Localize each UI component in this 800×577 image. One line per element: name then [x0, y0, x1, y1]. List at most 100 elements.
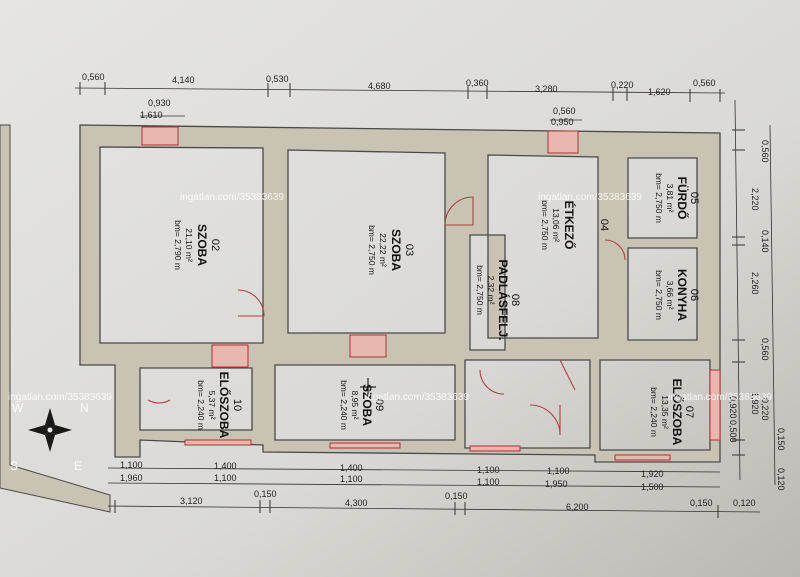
room-02: 02 SZOBA 21,10 m² bm= 2,790 m	[173, 220, 221, 270]
room-height: bm= 2,750 m	[654, 270, 664, 320]
room-height: bm= 2,750 m	[540, 200, 550, 250]
dim-top-4: 4,680	[368, 81, 391, 91]
compass-arrow-icon	[45, 408, 55, 430]
room-height: bm= 2,240 m	[339, 380, 349, 430]
room-number: 08	[509, 294, 521, 306]
dim-bottom-8: 1,100	[477, 477, 500, 487]
compass-n: N	[80, 401, 89, 415]
compass-w: W	[12, 401, 24, 415]
compass: N W S E	[10, 401, 89, 473]
room-number: 04	[598, 219, 610, 231]
room-08: 08 PADLÁSFELJ. 2,32 m² bm= 2,750 m	[475, 259, 521, 340]
room-03: 03 SZOBA 22,22 m² bm= 2,750 m	[367, 225, 415, 275]
dim-bottom-6: 1,100	[340, 474, 363, 484]
stair-arrow	[360, 378, 376, 396]
compass-arrow-icon	[50, 425, 72, 435]
dim-top-8: 1,620	[648, 87, 671, 97]
room-area: 2,32 m²	[486, 276, 496, 305]
room-area: 22,22 m²	[378, 233, 388, 267]
room-area: 8,95 m²	[350, 391, 360, 420]
dim-right-6: 1,920	[750, 392, 760, 415]
dim-bottom-13: 3,120	[180, 496, 203, 506]
lot-boundary	[0, 124, 111, 513]
dim-bottom-9: 1,100	[547, 466, 570, 476]
room-area: 5,37 m²	[207, 391, 217, 420]
dim-right-inner-2: 0,500	[728, 420, 738, 443]
dim-bottom-5: 1,400	[340, 463, 363, 473]
compass-arrow-icon	[28, 425, 50, 435]
dim-top-6: 3,280	[535, 84, 558, 94]
room-area: 3,81 m²	[665, 184, 675, 213]
dim-bottom-4: 1,100	[214, 473, 237, 483]
dimension-lines	[74, 82, 776, 518]
room-height: bm= 2,240 m	[196, 380, 206, 430]
compass-arrow-icon	[45, 430, 55, 452]
room-04: 04 ÉTKEZŐ 13,06 m² bm= 2,750 m	[540, 200, 610, 250]
dim-bottom-18: 0,150	[690, 498, 713, 508]
dim-top-13: 0,950	[551, 117, 574, 127]
room-name: ÉTKEZŐ	[562, 201, 577, 250]
dim-bottom-14: 0,150	[254, 489, 277, 499]
dim-bottom-15: 4,300	[345, 498, 368, 508]
dim-top-1: 0,560	[82, 72, 105, 82]
dim-bottom-11: 1,920	[641, 469, 664, 479]
room-number: 10	[231, 399, 243, 411]
dim-top-12: 0,560	[553, 106, 576, 116]
dim-right-8: 0,150	[776, 428, 786, 451]
room-number: 05	[688, 192, 700, 204]
dim-bottom-3: 1,400	[214, 461, 237, 471]
dim-top-11: 1,610	[140, 110, 163, 120]
dim-right-5: 0,560	[760, 338, 770, 361]
room-area: 13,35 m²	[660, 395, 670, 429]
room-name: SZOBA	[195, 224, 209, 266]
dim-bottom-16: 0,150	[445, 491, 468, 501]
room-number: 09	[373, 399, 385, 411]
dim-top-2: 4,140	[172, 75, 195, 85]
watermark: ingatlan.com/35383639	[365, 392, 469, 403]
dimension-texts: 0,560 4,140 0,530 4,680 0,360 3,280 0,22…	[82, 72, 786, 512]
room-name: SZOBA	[360, 384, 374, 426]
dim-right-inner-1: 0,920	[728, 396, 738, 419]
room-area: 21,10 m²	[184, 228, 194, 262]
room-number: 07	[683, 406, 695, 418]
room-height: bm= 2,750 m	[654, 173, 664, 223]
watermark: ingatlan.com/35383639	[668, 392, 772, 403]
dim-bottom-1: 1,100	[120, 460, 143, 470]
room-area: 3,66 m²	[665, 281, 675, 310]
watermark: ingatlan.com/35383639	[8, 392, 112, 403]
room-name: PADLÁSFELJ.	[496, 259, 511, 340]
doors	[147, 196, 626, 436]
room-name: SZOBA	[389, 229, 403, 271]
room-height: bm= 2,750 m	[367, 225, 377, 275]
windows	[141, 126, 721, 461]
room-area: 13,06 m²	[551, 208, 561, 242]
compass-s: S	[10, 459, 18, 473]
dim-top-10: 0,930	[148, 98, 171, 108]
dim-bottom-12: 1,500	[641, 482, 664, 492]
watermark: ingatlan.com/35383639	[538, 192, 642, 203]
room-10: 10 ELŐSZOBA 5,37 m² bm= 2,240 m	[196, 372, 243, 439]
dim-right-2: 2,220	[750, 188, 760, 211]
dim-bottom-10: 1,950	[545, 479, 568, 489]
room-number: 02	[209, 239, 221, 251]
dim-right-3: 0,140	[760, 230, 770, 253]
room-number: 06	[688, 289, 700, 301]
room-number: 03	[403, 244, 415, 256]
dim-bottom-19: 0,120	[733, 498, 756, 508]
dim-right-4: 2,260	[750, 272, 760, 295]
room-height: bm= 2,790 m	[173, 220, 183, 270]
room-name: ELŐSZOBA	[670, 379, 685, 446]
compass-e: E	[74, 459, 82, 473]
room-06: 06 KONYHA 3,66 m² bm= 2,750 m	[654, 269, 700, 321]
dim-bottom-2: 1,960	[120, 473, 143, 483]
dim-top-7: 0,220	[611, 80, 634, 90]
room-09: 09 SZOBA 8,95 m² bm= 2,240 m	[339, 380, 385, 430]
dim-right-7: 0,220	[760, 398, 770, 421]
room-name: KONYHA	[675, 269, 689, 321]
room-07: 07 ELŐSZOBA 13,35 m² bm= 2,240 m	[649, 379, 695, 446]
dim-right-1: 0,560	[760, 140, 770, 163]
room-name: FÜRDŐ	[675, 177, 690, 220]
dim-top-5: 0,360	[466, 78, 489, 88]
